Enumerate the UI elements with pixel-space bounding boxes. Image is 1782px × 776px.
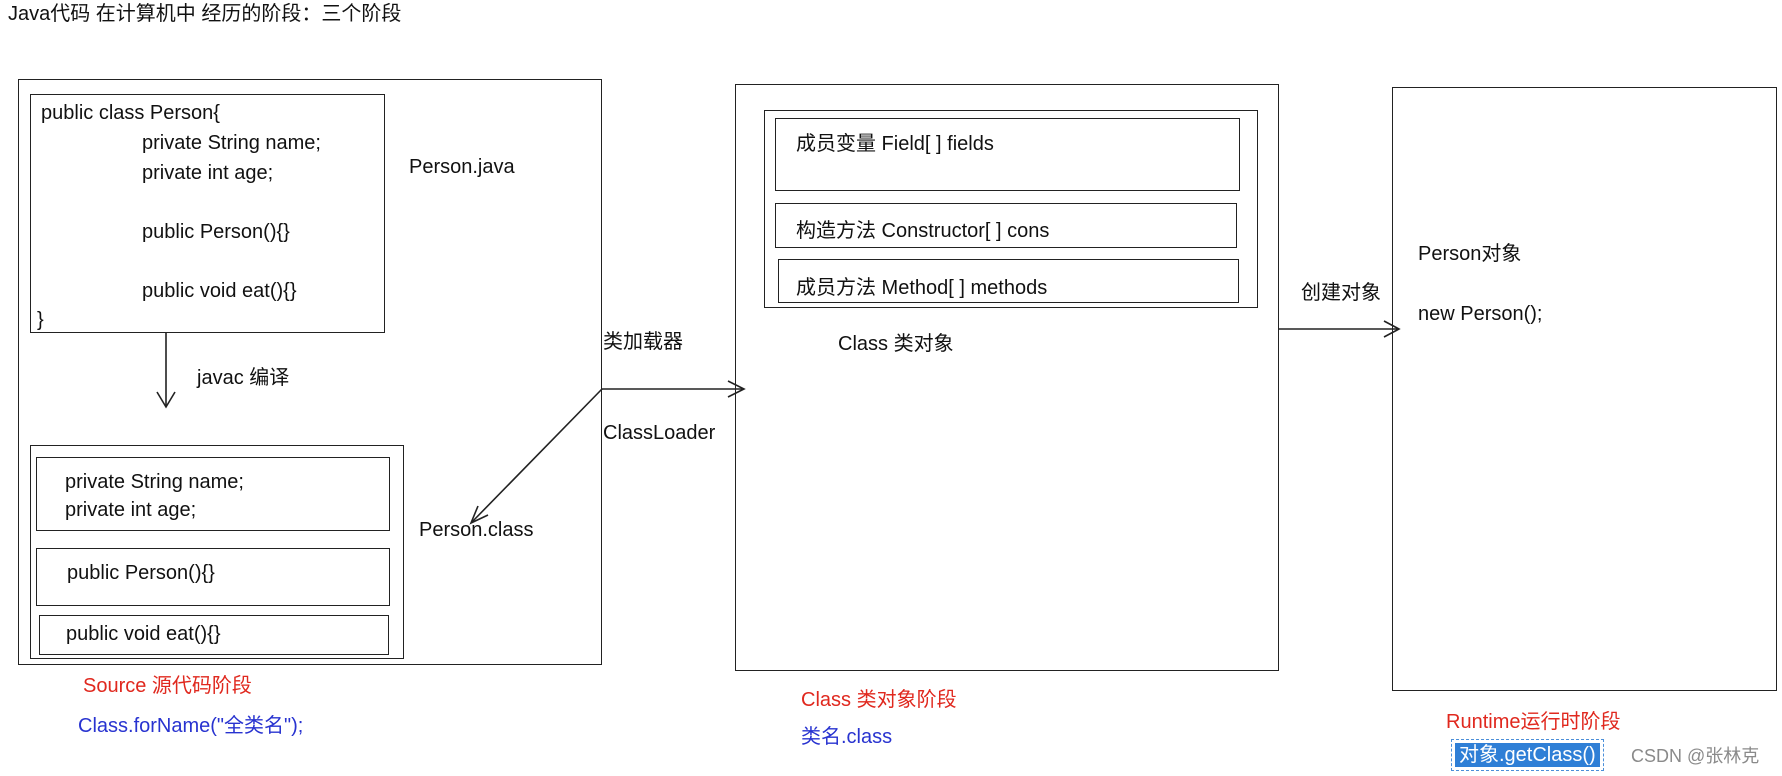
new-person-expr: new Person(); [1418, 303, 1543, 325]
source-stage-api: Class.forName("全类名"); [78, 715, 304, 737]
runtime-stage-api: 对象.getClass() [1451, 739, 1604, 771]
class-file-method: public void eat(){} [66, 623, 221, 645]
code-line-ctor: public Person(){} [142, 221, 290, 243]
class-file-field-name: private String name; [65, 471, 244, 493]
class-loader-label-cn: 类加载器 [603, 331, 683, 353]
runtime-stage-name: Runtime运行时阶段 [1446, 711, 1621, 733]
person-class-label: Person.class [419, 519, 534, 541]
methods-label: 成员方法 Method[ ] methods [796, 277, 1048, 299]
create-object-label: 创建对象 [1301, 282, 1381, 304]
class-file-field-age: private int age; [65, 499, 197, 521]
class-stage-name: Class 类对象阶段 [801, 689, 957, 711]
csdn-watermark: CSDN @张林克 [1631, 746, 1760, 766]
code-line-eat: public void eat(){} [142, 280, 297, 302]
fields-box: 成员变量 Field[ ] fields [775, 118, 1240, 191]
code-line-class: public class Person{ [41, 102, 220, 124]
class-object-label: Class 类对象 [838, 333, 954, 355]
code-line-close: } [37, 309, 44, 331]
javac-compile-label: javac 编译 [197, 367, 290, 389]
class-file-ctor: public Person(){} [67, 562, 215, 584]
constructors-box: 构造方法 Constructor[ ] cons [775, 203, 1237, 248]
person-java-label: Person.java [409, 156, 515, 178]
class-file-ctor-box: public Person(){} [36, 548, 390, 606]
person-object-label: Person对象 [1418, 243, 1522, 265]
constructors-label: 构造方法 Constructor[ ] cons [796, 220, 1050, 242]
code-line-name: private String name; [142, 132, 321, 154]
class-file-method-box: public void eat(){} [39, 615, 389, 655]
class-loader-label-en: ClassLoader [603, 422, 716, 444]
runtime-stage-api-wrap: 对象.getClass() [1451, 739, 1604, 771]
fields-label: 成员变量 Field[ ] fields [796, 133, 994, 155]
class-stage-api: 类名.class [801, 726, 893, 748]
source-stage-name: Source 源代码阶段 [83, 675, 252, 697]
code-line-age: private int age; [142, 162, 274, 184]
class-file-fields-box: private String name; private int age; [36, 457, 390, 531]
person-java-code-box: public class Person{ private String name… [30, 94, 385, 333]
runtime-stage-panel: Person对象 new Person(); [1392, 87, 1777, 691]
methods-box: 成员方法 Method[ ] methods [778, 259, 1239, 303]
page-title: Java代码 在计算机中 经历的阶段：三个阶段 [8, 3, 402, 25]
